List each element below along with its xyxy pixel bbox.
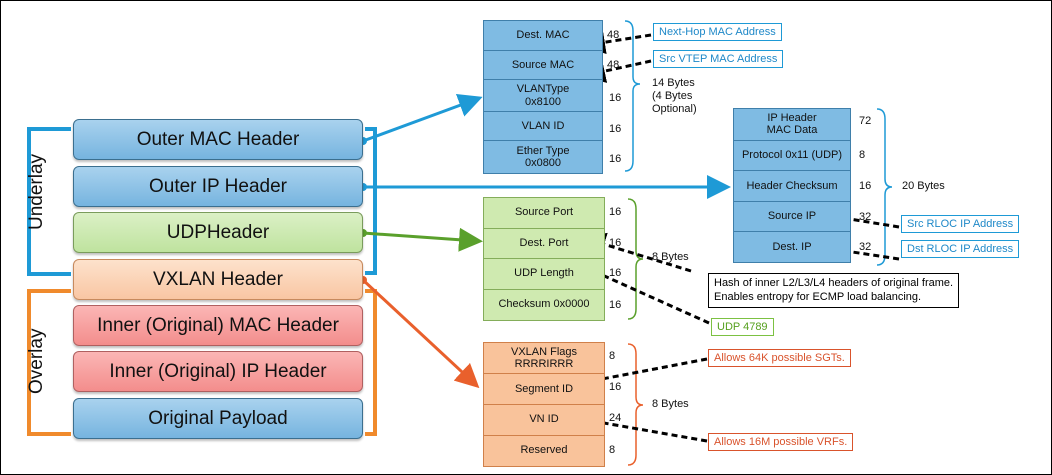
underlay-label: Underlay — [26, 153, 47, 230]
original-payload-box: Original Payload — [73, 398, 363, 439]
ip-brace — [876, 108, 893, 266]
bits-protocol: 8 — [859, 149, 866, 161]
callout-dst-rloc: Dst RLOC IP Address — [901, 240, 1020, 258]
field-source-port: Source Port — [484, 198, 604, 229]
field-vxlan-flags: VXLAN Flags RRRRIRRR — [484, 343, 604, 375]
field-udp-length: UDP Length — [484, 259, 604, 290]
callout-src-rloc: Src RLOC IP Address — [901, 215, 1020, 233]
mac-size-note: 14 Bytes (4 Bytes Optional) — [652, 77, 697, 116]
bits-reserved: 8 — [609, 444, 616, 456]
vxlan-arrow — [361, 278, 480, 389]
bits-udp-length: 16 — [609, 267, 622, 279]
bits-segment-id: 16 — [609, 381, 622, 393]
field-vlan-type: VLANType 0x8100 — [484, 80, 602, 112]
bits-vn-id: 24 — [609, 412, 622, 424]
outer-mac-header-box: Outer MAC Header — [73, 119, 363, 160]
field-reserved: Reserved — [520, 444, 568, 457]
overlay-label: Overlay — [26, 328, 47, 394]
mac-brace — [624, 20, 641, 172]
field-source-ip: Source IP — [734, 202, 850, 233]
field-protocol: Protocol 0x11 (UDP) — [734, 141, 850, 172]
inner-ip-header-box: Inner (Original) IP Header — [73, 351, 363, 392]
vxlan-header-box: VXLAN Header — [73, 259, 363, 300]
callout-hash-entropy: Hash of inner L2/L3/L4 headers of origin… — [708, 273, 960, 308]
bits-dest-port: 16 — [609, 237, 622, 249]
bits-header-checksum: 16 — [859, 180, 872, 192]
field-dest-ip: Dest. IP — [772, 240, 812, 253]
field-dest-mac: Dest. MAC — [484, 21, 602, 51]
bits-dest-mac: 48 — [607, 29, 620, 41]
underlay-right-bracket — [365, 127, 377, 275]
vxlan-fields-table: VXLAN Flags RRRRIRRR Segment ID VN ID Re… — [483, 342, 605, 467]
bits-dest-ip: 32 — [859, 241, 872, 253]
callout-src-vtep-mac: Src VTEP MAC Address — [653, 50, 784, 68]
outer-ip-header-box: Outer IP Header — [73, 166, 363, 207]
udp-arrow — [362, 227, 483, 252]
udp-header-box: UDPHeader — [73, 212, 363, 253]
inner-mac-header-box: Inner (Original) MAC Header — [73, 305, 363, 346]
bits-source-port: 16 — [609, 206, 622, 218]
mac-fields-table: Dest. MAC Source MAC VLANType 0x8100 VLA… — [483, 20, 603, 174]
field-vlan-id: VLAN ID — [484, 112, 602, 142]
bits-vlan-type: 16 — [609, 92, 622, 104]
ip-fields-table: IP Header MAC Data Protocol 0x11 (UDP) H… — [733, 108, 851, 263]
bits-vxlan-flags: 8 — [609, 350, 616, 362]
bits-source-ip: 32 — [859, 211, 872, 223]
field-ether-type: Ether Type 0x0800 — [516, 144, 570, 170]
bits-source-mac: 48 — [607, 59, 620, 71]
udp-brace — [627, 198, 644, 320]
udp-fields-table: Source Port Dest. Port UDP Length Checks… — [483, 197, 605, 321]
vxlan-brace — [627, 343, 644, 466]
bits-vlan-id: 16 — [609, 123, 622, 135]
field-source-mac: Source MAC — [484, 51, 602, 81]
ip-size-note: 20 Bytes — [902, 180, 945, 192]
callout-udp-port: UDP 4789 — [711, 318, 774, 336]
overlay-right-bracket — [365, 289, 377, 436]
vxlan-size-note: 8 Bytes — [652, 398, 689, 410]
field-vn-id: VN ID — [484, 405, 604, 436]
field-checksum: Checksum 0x0000 — [498, 298, 590, 311]
bits-ip-header: 72 — [859, 115, 872, 127]
udp-size-note: 8 Bytes — [652, 251, 689, 263]
callout-vrfs: Allows 16M possible VRFs. — [708, 433, 854, 451]
callout-next-hop-mac: Next-Hop MAC Address — [653, 23, 782, 41]
field-ip-header-mac-data: IP Header MAC Data — [734, 109, 850, 141]
bits-checksum: 16 — [609, 299, 622, 311]
outer-mac-arrow — [362, 93, 483, 143]
field-segment-id: Segment ID — [484, 374, 604, 405]
field-dest-port: Dest. Port — [484, 229, 604, 259]
bits-ether-type: 16 — [609, 153, 622, 165]
callout-sgts: Allows 64K possible SGTs. — [708, 349, 851, 367]
field-header-checksum: Header Checksum — [734, 171, 850, 202]
